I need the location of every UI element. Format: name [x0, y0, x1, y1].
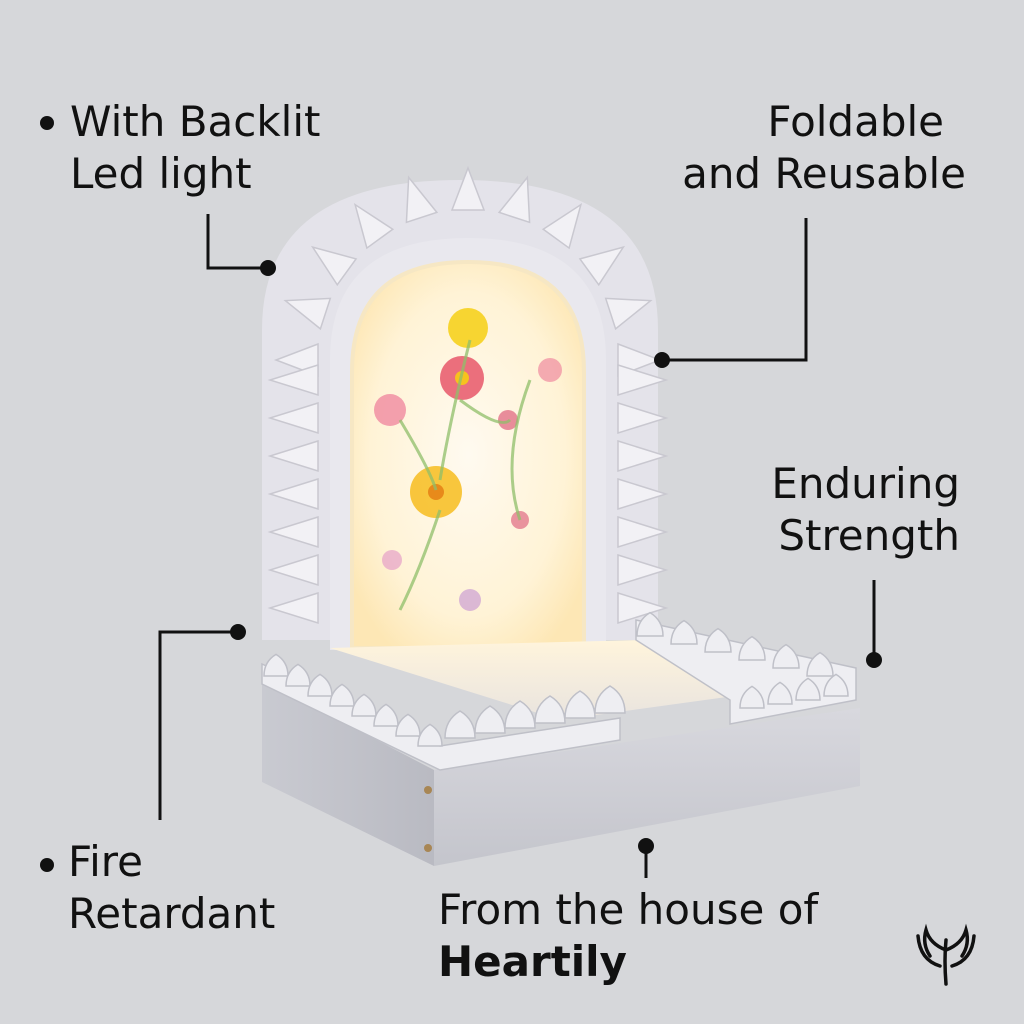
- feature-line: Led light: [70, 149, 252, 198]
- filigree-scallop: [795, 677, 821, 701]
- feature-line: Fire: [68, 837, 143, 886]
- feature-line: Strength: [778, 511, 960, 560]
- sunburst-ray: [617, 553, 669, 587]
- bullet-dot-icon: [40, 858, 54, 872]
- filigree-scallop: [738, 635, 766, 661]
- filigree-scallop: [417, 723, 443, 747]
- sunburst-ray: [617, 515, 669, 549]
- feature-backlit-led: With Backlit Led light: [70, 96, 320, 200]
- origin-prefix: From the house of: [438, 885, 819, 934]
- sunburst-ray: [604, 297, 653, 331]
- bullet-dot-icon: [40, 116, 54, 130]
- sunburst-ray: [617, 591, 669, 625]
- sunburst-ray: [267, 439, 319, 473]
- feature-line: and Reusable: [682, 149, 966, 198]
- sunburst-ray: [353, 202, 395, 250]
- filigree-scallop: [285, 663, 311, 687]
- feature-line: Retardant: [68, 889, 276, 938]
- filigree-scallop: [823, 673, 849, 697]
- filigree-scallop: [670, 619, 698, 645]
- feature-line: With Backlit: [70, 97, 321, 146]
- filigree-scallop: [395, 713, 421, 737]
- sunburst-ray: [283, 297, 332, 331]
- feature-foldable-reusable: Foldable and Reusable: [682, 96, 966, 200]
- sunburst-ray: [267, 553, 319, 587]
- sunburst-ray: [267, 401, 319, 435]
- sunburst-ray: [450, 165, 486, 211]
- filigree-scallop: [307, 673, 333, 697]
- leader-lines: [158, 214, 882, 878]
- filigree-scallop: [474, 705, 506, 734]
- feature-enduring-strength: Enduring Strength: [771, 458, 960, 562]
- sunburst-ray: [541, 202, 583, 250]
- filigree-railing: [261, 611, 857, 771]
- filigree-scallop: [373, 703, 399, 727]
- filigree-scallop: [636, 611, 664, 637]
- brand-origin-text: From the house of Heartily: [438, 884, 818, 988]
- feature-fire-retardant: Fire Retardant: [68, 836, 275, 940]
- backlit-floral-panel: [350, 259, 586, 650]
- sunburst-ray: [267, 363, 319, 397]
- sunburst-ray: [617, 363, 669, 397]
- filigree-scallop: [351, 693, 377, 717]
- sunburst-ray: [497, 175, 531, 224]
- heartily-logo-icon: [916, 923, 976, 986]
- filigree-scallop: [739, 685, 765, 709]
- sunburst-ray: [617, 477, 669, 511]
- filigree-scallop: [806, 651, 834, 677]
- brand-name: Heartily: [438, 937, 627, 986]
- filigree-scallop: [594, 685, 626, 714]
- filigree-scallop: [772, 643, 800, 669]
- filigree-scallop: [767, 681, 793, 705]
- sunburst-ray: [617, 401, 669, 435]
- sunburst-ray: [267, 515, 319, 549]
- filigree-scallop: [444, 710, 476, 739]
- sunburst-ray: [617, 439, 669, 473]
- sunburst-ray: [578, 245, 626, 287]
- feature-line: Foldable: [767, 97, 944, 146]
- filigree-scallop: [329, 683, 355, 707]
- feature-line: Enduring: [771, 459, 960, 508]
- sunburst-ray: [405, 175, 439, 224]
- sunburst-ray: [267, 591, 319, 625]
- sunburst-ray: [267, 477, 319, 511]
- sunburst-ray: [310, 245, 358, 287]
- filigree-scallop: [704, 627, 732, 653]
- filigree-scallop: [263, 653, 289, 677]
